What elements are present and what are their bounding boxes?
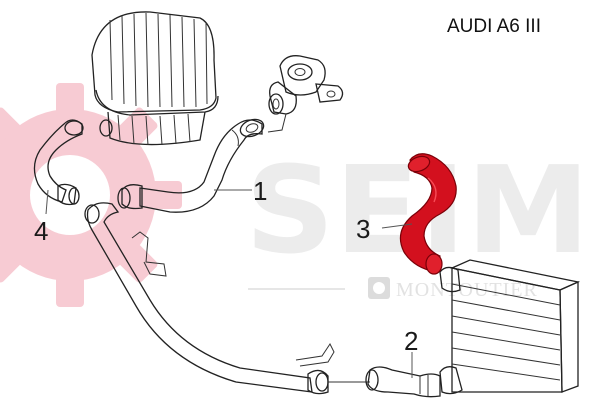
part-1-hose (117, 118, 265, 213)
watermark-logo-icon (368, 277, 390, 299)
callout-2: 2 (404, 326, 418, 356)
callout-4: 4 (34, 216, 48, 246)
callout-3: 3 (356, 214, 370, 244)
callout-lines (45, 189, 413, 378)
part-4-hose (33, 119, 84, 206)
intercooler (439, 259, 581, 395)
long-pipe (84, 202, 370, 395)
air-filter-housing (91, 11, 219, 146)
diagram-title: AUDI A6 III (447, 16, 541, 37)
part-2-hose (365, 366, 441, 398)
valve-unit (267, 55, 344, 133)
watermark-gear-icon (0, 83, 182, 307)
callout-1: 1 (253, 176, 267, 206)
part-3-hose (399, 153, 457, 275)
watermark-sub: MONTOUTIER (396, 279, 538, 301)
